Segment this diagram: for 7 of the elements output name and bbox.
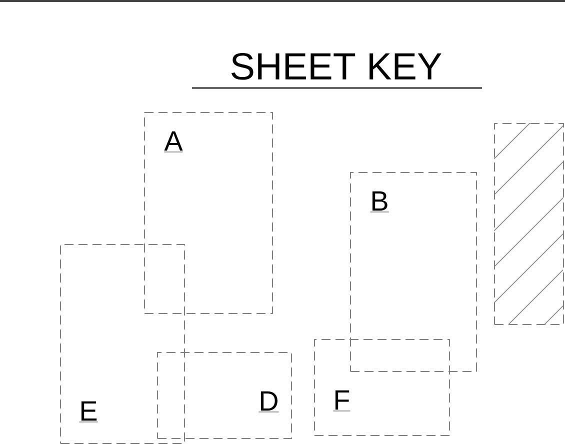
sheet-area-box: B — [350, 172, 477, 372]
hatched-box — [494, 123, 564, 325]
sheet-area-box: F — [314, 339, 450, 436]
sheet-area-box: A — [144, 112, 273, 314]
sheet-area-box: E — [60, 244, 185, 444]
title: SHEET KEY — [231, 53, 442, 80]
sheet-area-box: D — [157, 352, 292, 439]
